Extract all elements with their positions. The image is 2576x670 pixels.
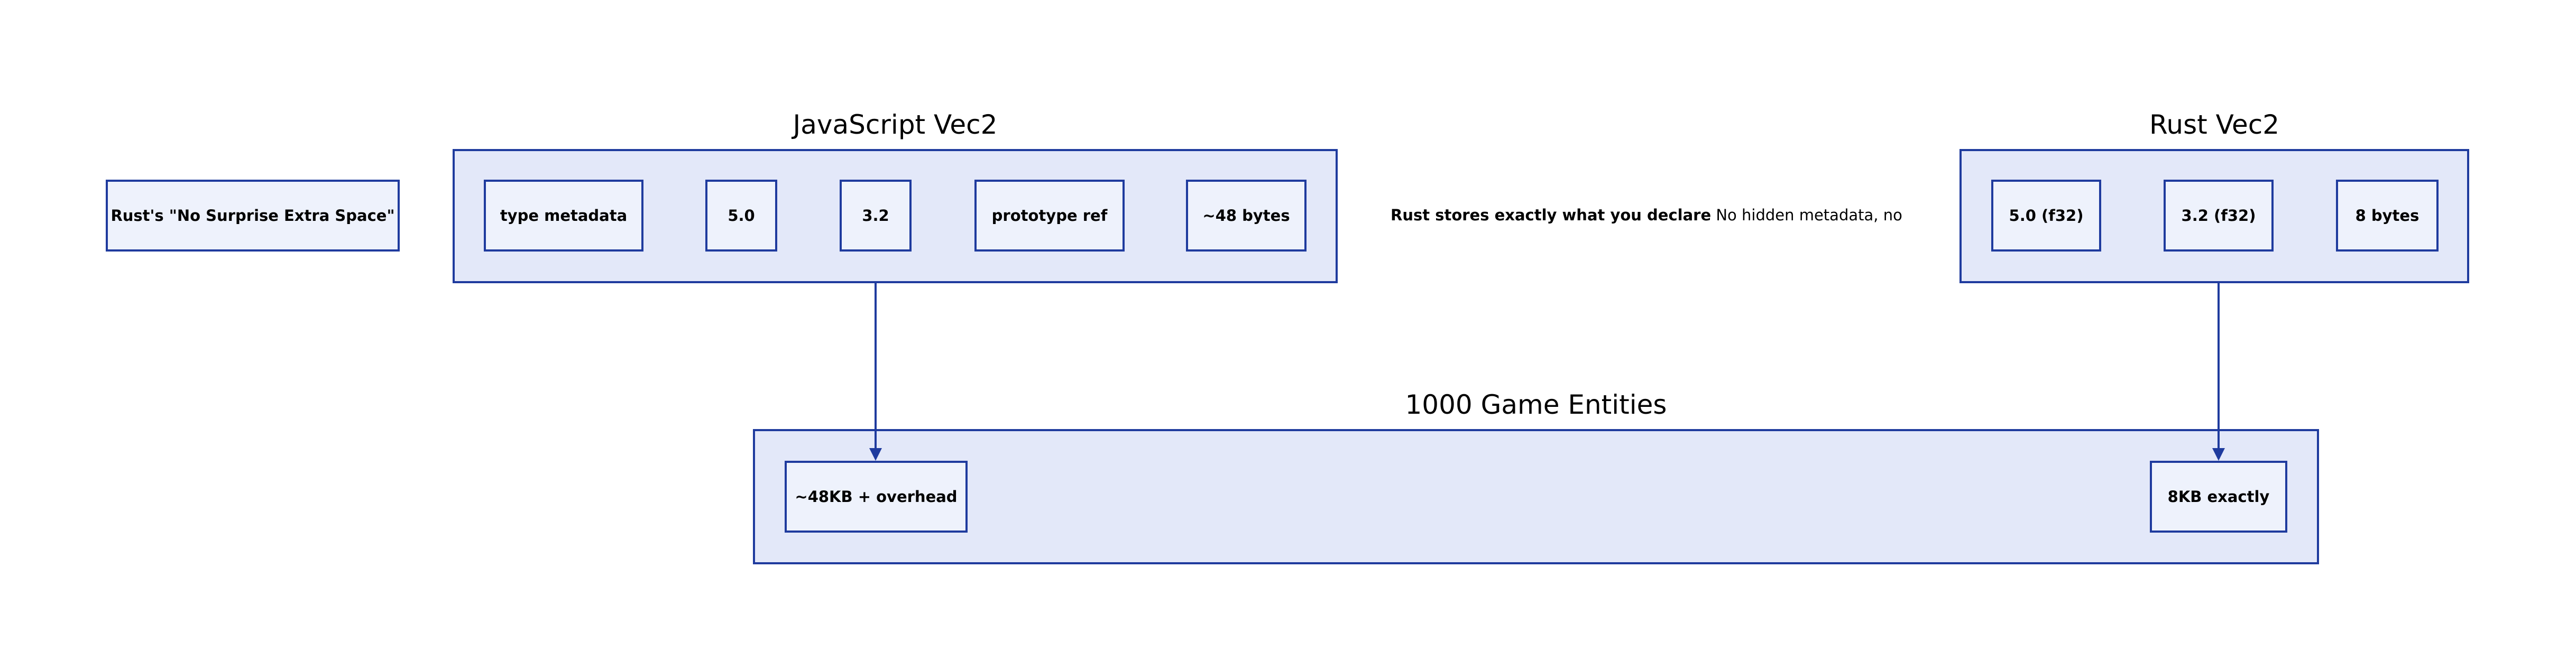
js-prototype-ref-node: prototype ref bbox=[974, 180, 1125, 252]
js-48-bytes-node: ~48 bytes bbox=[1186, 180, 1307, 252]
js-y-value-node: 3.2 bbox=[840, 180, 912, 252]
note-plain-text: No hidden metadata, no bbox=[1716, 206, 1902, 224]
arrowhead-js-48kb bbox=[869, 448, 882, 461]
js-48kb-overhead-label: ~48KB + overhead bbox=[795, 488, 958, 506]
js-x-value-node: 5.0 bbox=[705, 180, 777, 252]
rust-y-value-node: 3.2 (f32) bbox=[2164, 180, 2274, 252]
rust-x-value-label: 5.0 (f32) bbox=[2009, 207, 2084, 225]
game-entities-cluster bbox=[753, 429, 2319, 564]
rust-x-value-node: 5.0 (f32) bbox=[1991, 180, 2101, 252]
js-y-value-label: 3.2 bbox=[862, 207, 889, 225]
js-48-bytes-label: ~48 bytes bbox=[1202, 207, 1290, 225]
no-surprise-extra-space-label: Rust's "No Surprise Extra Space" bbox=[111, 207, 395, 225]
note-bold-text: Rust stores exactly what you declare bbox=[1391, 206, 1712, 224]
rust-vec2-cluster-title: Rust Vec2 bbox=[2149, 109, 2280, 140]
rust-8kb-exactly-label: 8KB exactly bbox=[2167, 488, 2270, 506]
game-entities-cluster-title: 1000 Game Entities bbox=[1405, 389, 1667, 420]
rust-y-value-label: 3.2 (f32) bbox=[2181, 207, 2256, 225]
js-48kb-overhead-node: ~48KB + overhead bbox=[785, 461, 968, 533]
arrowhead-rust-8kb bbox=[2212, 448, 2225, 461]
js-x-value-label: 5.0 bbox=[728, 207, 755, 225]
rust-8-bytes-node: 8 bytes bbox=[2336, 180, 2439, 252]
js-vec2-cluster-title: JavaScript Vec2 bbox=[793, 109, 998, 140]
js-prototype-ref-label: prototype ref bbox=[991, 207, 1108, 225]
rust-8kb-exactly-node: 8KB exactly bbox=[2150, 461, 2287, 533]
no-surprise-extra-space-node: Rust's "No Surprise Extra Space" bbox=[106, 180, 400, 252]
js-type-metadata-label: type metadata bbox=[500, 207, 628, 225]
rust-8-bytes-label: 8 bytes bbox=[2355, 207, 2419, 225]
rust-stores-exactly-note: Rust stores exactly what you declare No … bbox=[1391, 204, 1902, 226]
js-type-metadata-node: type metadata bbox=[484, 180, 643, 252]
